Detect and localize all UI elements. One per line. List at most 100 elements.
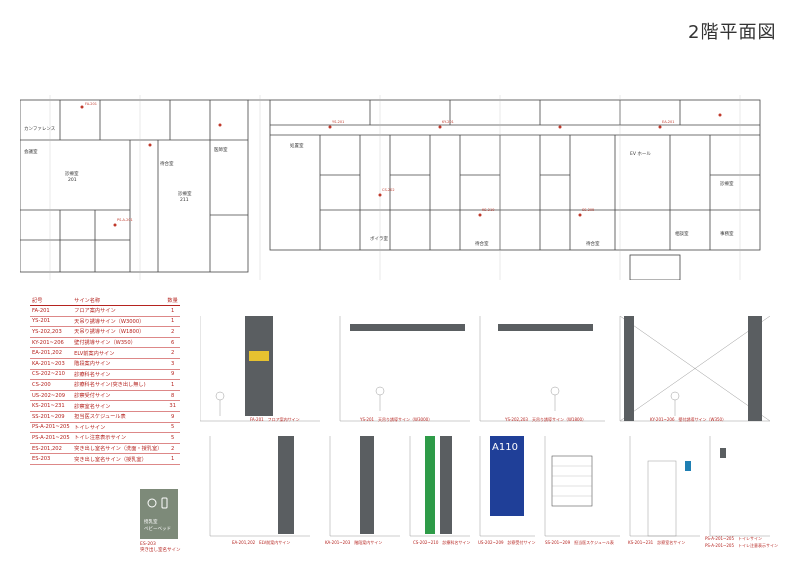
room-label: 相談室 xyxy=(675,230,689,237)
ceiling-sign-w1800 xyxy=(498,324,593,331)
caption-ys: YS-201 天吊り誘導サイン（W3000） xyxy=(360,417,433,422)
sign-marker: EA-201 xyxy=(662,120,674,124)
legend-qty: 5 xyxy=(165,422,180,434)
caption-ka: KA-201~203 階段案内サイン xyxy=(325,540,383,545)
legend-code: ES-203 xyxy=(30,453,73,465)
room-label: ボイラ室 xyxy=(370,235,388,242)
floor-guide-sign xyxy=(245,316,273,416)
doctor-schedule-board xyxy=(551,455,593,507)
legend-code: PS-A-201~205 xyxy=(30,432,73,444)
room-label: 診療室 xyxy=(178,190,192,197)
legend-name: フロア案内サイン xyxy=(72,305,166,317)
caption-us: US-202~209 診察受付サイン xyxy=(478,540,536,545)
sign-marker: PS-A-201 xyxy=(117,218,133,222)
stair-guide-sign xyxy=(360,436,374,534)
legend-code: SS-201~209 xyxy=(30,411,73,423)
legend-qty: 9 xyxy=(165,369,180,381)
legend-code: CS-200 xyxy=(30,379,73,391)
legend-name: 突き出し室名サイン（授乳室） xyxy=(72,453,166,465)
toilet-sign xyxy=(720,448,726,458)
legend-code: YS-202,203 xyxy=(30,326,73,338)
legend-name: 壁付誘導サイン（W350） xyxy=(72,337,166,349)
room-number: 201 xyxy=(68,177,77,183)
caption-cs: CS-202~210 診療科名サイン xyxy=(413,540,471,545)
legend-name: 突き出し室名サイン（洗面・授乳室） xyxy=(72,443,166,455)
green-sign-label1: 授乳室 xyxy=(144,518,158,525)
caption-ys2: YS-202,203 天吊り誘導サイン（W1800） xyxy=(505,417,587,422)
sign-marker: SS-205 xyxy=(582,208,594,212)
legend-qty: 6 xyxy=(165,337,180,349)
department-sign xyxy=(425,436,435,534)
sign-marker: CS-202 xyxy=(382,188,395,192)
elv-guide-sign xyxy=(278,436,294,534)
baby-bottle-icon: 授乳室 ベビーベッド xyxy=(144,497,171,532)
legend-name: 診療科名サイン xyxy=(72,369,166,381)
room-label: 待合室 xyxy=(475,240,489,247)
legend-name: 天吊り誘導サイン（W1800） xyxy=(72,326,166,338)
legend-code: CS-202~210 xyxy=(30,369,73,381)
legend-name: ELV前案内サイン xyxy=(72,347,166,359)
legend-code: YS-201 xyxy=(30,316,73,328)
legend-code: EA-201,202 xyxy=(30,347,73,359)
sign-marker: KY-201 xyxy=(442,120,454,124)
legend-qty: 8 xyxy=(165,390,180,402)
legend-qty: 1 xyxy=(165,305,180,317)
legend-name: 診療科名サイン(突き出し無し) xyxy=(72,379,166,391)
page-title: 2階平面図 xyxy=(688,22,777,43)
legend-qty: 2 xyxy=(165,326,180,338)
room-label: 医師室 xyxy=(214,146,228,153)
legend-qty: 1 xyxy=(165,379,180,391)
caption-ks: KS-201~231 診察室名サイン xyxy=(628,540,686,545)
room-number-a110: A110 xyxy=(492,442,518,453)
sign-marker: YS-201 xyxy=(332,120,344,124)
caption-ps1: PS-A-201~205 トイレサイン xyxy=(705,536,763,541)
legend-name: 担当医スケジュール表 xyxy=(72,411,166,423)
caption-ea: EA-201,202 ELV前案内サイン xyxy=(232,540,291,545)
legend-name: トイレ注意表示サイン xyxy=(72,432,166,444)
legend-qty: 1 xyxy=(165,453,180,465)
room-label: 処置室 xyxy=(290,142,304,149)
legend-qty: 3 xyxy=(165,358,180,370)
nursing-room-sign-sample: 授乳室 ベビーベッド xyxy=(140,489,178,539)
legend-code: KS-201~231 xyxy=(30,400,73,412)
legend-qty: 31 xyxy=(165,400,180,412)
legend-code: KY-201~206 xyxy=(30,337,73,349)
legend-code: KA-201~203 xyxy=(30,358,73,370)
sign-elevations: A110 xyxy=(200,316,771,537)
legend-name: 天吊り誘導サイン（W3000） xyxy=(72,316,166,328)
legend-code: ES-201,202 xyxy=(30,443,73,455)
legend-name: 診察室名サイン xyxy=(72,400,166,412)
legend-name: 診察受付サイン xyxy=(72,390,166,402)
legend-code: PS-A-201~205 xyxy=(30,422,73,434)
legend-name: トイレサイン xyxy=(72,422,166,434)
reception-sign xyxy=(490,436,524,516)
sign-marker: KS-210 xyxy=(482,208,494,212)
legend-qty: 2 xyxy=(165,443,180,455)
room-name-sign xyxy=(685,461,691,471)
sign-marker: FA-201 xyxy=(85,102,97,106)
room-label: 事務室 xyxy=(720,230,734,237)
room-label: 診療室 xyxy=(720,180,734,187)
legend-header-name: サイン名称 xyxy=(72,296,166,306)
floor-plan: カンファレンス 会議室 診療室 201 診療室 211 医師室 処置室 待合室 … xyxy=(20,95,761,280)
legend-qty: 1 xyxy=(165,316,180,328)
caption-ps2: PS-A-201~205 トイレ注意表示サイン xyxy=(705,543,779,548)
green-sign-caption: ES-203 突き出し室名サイン xyxy=(140,542,181,553)
legend-header-code: 記号 xyxy=(30,296,73,306)
room-label: カンファレンス xyxy=(24,126,56,132)
